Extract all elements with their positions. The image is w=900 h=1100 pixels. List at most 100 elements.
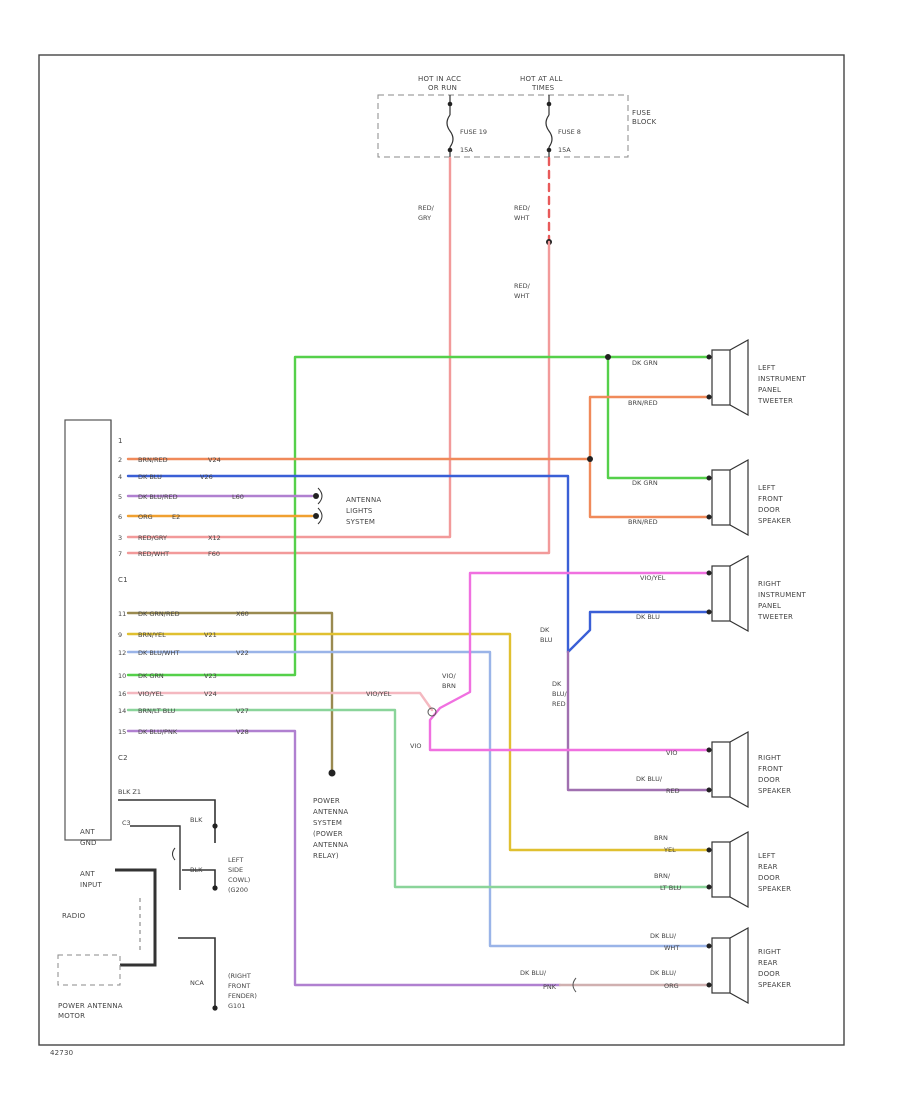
c1-pin-num: 6	[118, 513, 122, 521]
radio-pin1: 1	[118, 437, 123, 445]
c2-pin-num: 15	[118, 728, 126, 736]
svg-text:BLU: BLU	[540, 636, 553, 644]
wire-vio-pink	[428, 571, 712, 752]
svg-text:VIO/: VIO/	[442, 672, 456, 680]
c2-pin-circuit: X60	[236, 610, 249, 618]
svg-text:INSTRUMENT: INSTRUMENT	[758, 591, 807, 599]
svg-text:LEFT: LEFT	[758, 364, 776, 372]
c1-pin-circuit: V24	[208, 456, 221, 464]
wire-dk-blu	[126, 474, 570, 654]
left-cowl-label-2: SIDE	[228, 866, 243, 874]
svg-text:BRN/: BRN/	[654, 872, 671, 880]
speaker-left-instrument-tweeter: DK GRN BRN/RED LEFT INSTRUMENT PANEL TWE…	[628, 338, 807, 417]
svg-text:INSTRUMENT: INSTRUMENT	[758, 375, 807, 383]
c2-pin-color: BRN/LT BLU	[138, 707, 176, 715]
antenna-lights-pin1	[313, 493, 319, 499]
left-cowl-label: LEFT	[228, 856, 243, 864]
fuse19-label: FUSE 19	[460, 128, 487, 136]
left-cowl-label-3: COWL)	[228, 876, 250, 884]
hot-all-label: HOT AT ALL	[520, 75, 563, 83]
svg-text:RIGHT: RIGHT	[758, 580, 781, 588]
diagram-code: 42730	[50, 1049, 73, 1057]
fuse19-rating: 15A	[460, 146, 473, 154]
splice-vio	[427, 707, 437, 717]
svg-text:RIGHT: RIGHT	[758, 754, 781, 762]
wire-dk-blu-wht	[126, 650, 712, 948]
hot-acc-label: HOT IN ACC	[418, 75, 461, 83]
svg-text:REAR: REAR	[758, 959, 778, 967]
c2-pin-color: DK GRN	[138, 672, 164, 680]
nca-label: NCA	[190, 979, 204, 987]
wire-brn-lt-blu	[126, 708, 712, 889]
antenna-lights-pin2	[313, 513, 319, 519]
svg-text:PANEL: PANEL	[758, 386, 781, 394]
svg-text:DK BLU/: DK BLU/	[650, 969, 677, 977]
svg-text:BRN/RED: BRN/RED	[628, 518, 658, 526]
splice-dk-grn	[605, 354, 611, 360]
right-fender-label-3: FENDER)	[228, 992, 257, 1000]
c2-pin-circuit: V23	[204, 672, 217, 680]
c1-pin-num: 2	[118, 456, 122, 464]
svg-text:DK BLU/: DK BLU/	[636, 775, 663, 783]
speaker-right-instrument-tweeter: VIO/YEL DK BLU RIGHT INSTRUMENT PANEL TW…	[636, 554, 807, 633]
connector-c1	[572, 977, 577, 993]
wire-vio-yel	[126, 691, 434, 712]
c2-pin-circuit: V28	[236, 728, 249, 736]
antenna-lights-label: ANTENNA LIGHTS SYSTEM	[346, 496, 381, 526]
svg-text:SPEAKER: SPEAKER	[758, 981, 791, 989]
c1-pin-circuit: E2	[172, 513, 180, 521]
svg-text:VIO/YEL: VIO/YEL	[640, 574, 666, 582]
svg-text:FRONT: FRONT	[758, 765, 783, 773]
svg-text:REAR: REAR	[758, 863, 778, 871]
svg-text:RED/: RED/	[514, 282, 531, 290]
blk-label-1: BLK	[190, 816, 203, 824]
c2-pin-color: DK GRN/RED	[138, 610, 180, 618]
fuse8-label: FUSE 8	[558, 128, 581, 136]
mid-wire-labels: VIO/YEL VIO/ BRN VIO DK BLU DK BLU/ RED …	[366, 626, 568, 991]
c1-pin-color: DK BLU	[138, 473, 162, 481]
power-antenna-system-label: POWER ANTENNA SYSTEM (POWER ANTENNA RELA…	[313, 797, 348, 860]
svg-text:TWEETER: TWEETER	[757, 397, 793, 405]
svg-text:BRN: BRN	[442, 682, 456, 690]
svg-text:VIO: VIO	[666, 749, 677, 757]
c2-pin-circuit: V24	[204, 690, 217, 698]
c1-pin-circuit: L60	[232, 493, 244, 501]
svg-text:SPEAKER: SPEAKER	[758, 787, 791, 795]
radio-c3-ground: BLK Z1 C3 BLK BLK LEFT SIDE COWL) (G200 …	[57, 788, 257, 1020]
radio-c3-label: C3	[122, 819, 131, 827]
splice-brn-red	[587, 456, 593, 462]
c2-pin-circuit: V21	[204, 631, 217, 639]
right-fender-label-4: G101	[228, 1002, 245, 1010]
svg-text:SYSTEM: SYSTEM	[346, 518, 375, 526]
fuse-8	[545, 95, 553, 158]
svg-text:DK GRN: DK GRN	[632, 479, 658, 487]
radio-c1-label: C1	[118, 576, 128, 584]
svg-text:ANTENNA: ANTENNA	[346, 496, 381, 504]
hot-acc-label-2: OR RUN	[428, 84, 457, 92]
c2-pin-color: VIO/YEL	[138, 690, 164, 698]
svg-text:DK BLU/: DK BLU/	[650, 932, 677, 940]
svg-text:DK: DK	[540, 626, 550, 634]
ant-input-label-2: INPUT	[80, 881, 102, 889]
c1-pin-circuit: F60	[208, 550, 220, 558]
c1-pin-color: RED/WHT	[138, 550, 169, 558]
svg-text:FRONT: FRONT	[758, 495, 783, 503]
ant-gnd-label-2: GND	[80, 839, 97, 847]
wire-dk-blu-red	[566, 650, 712, 792]
svg-text:(POWER: (POWER	[313, 830, 343, 838]
svg-text:WHT: WHT	[514, 292, 529, 300]
radio-body	[64, 419, 112, 841]
c2-pin-num: 11	[118, 610, 126, 618]
speaker-right-rear-door: DK BLU/ WHT DK BLU/ ORG RIGHT REAR DOOR …	[650, 926, 791, 1005]
svg-text:WHT: WHT	[514, 214, 529, 222]
svg-text:LT BLU: LT BLU	[660, 884, 682, 892]
c2-pin-circuit: V22	[236, 649, 249, 657]
fuse-block: HOT IN ACC OR RUN HOT AT ALL TIMES FUSE …	[377, 75, 656, 158]
wire-dk-grn-red	[126, 611, 334, 774]
top-wire-labels: RED/ GRY RED/ WHT RED/ WHT	[418, 204, 531, 300]
c2-pin-num: 10	[118, 672, 126, 680]
svg-text:DK GRN: DK GRN	[632, 359, 658, 367]
svg-text:SPEAKER: SPEAKER	[758, 517, 791, 525]
svg-text:DK BLU: DK BLU	[636, 613, 660, 621]
svg-text:RED: RED	[552, 700, 566, 708]
